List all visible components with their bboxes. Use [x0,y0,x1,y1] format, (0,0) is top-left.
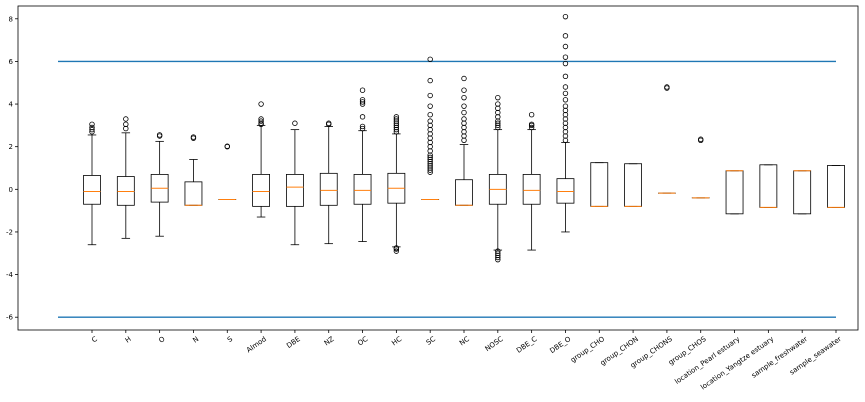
box-iqr[interactable] [286,173,304,207]
box-iqr[interactable] [793,170,812,215]
box-flier [258,101,264,107]
box-iqr[interactable] [827,165,845,208]
y-tick-label: -6 [6,314,14,322]
box-flier [427,103,433,109]
y-tick-label: 2 [9,143,13,151]
box-flier [393,114,400,120]
box-flier [461,116,467,122]
box-iqr[interactable] [116,176,135,206]
y-tick-label: 0 [9,186,13,194]
box-iqr[interactable] [353,173,372,205]
box-flier [461,87,467,93]
y-tick-label: -2 [6,228,13,236]
box-flier [664,84,670,90]
box-iqr[interactable] [759,164,778,208]
x-tick-label: OC [356,335,369,348]
box-flier [495,94,501,101]
x-tick-label: AImod [245,335,268,354]
box-flier [562,84,569,90]
box-flier [190,134,197,140]
x-tick-label: O [157,335,167,345]
box-flier [461,109,467,116]
plot-frame [17,5,859,331]
box-flier [258,116,264,122]
box-flier [528,121,535,128]
y-tick-label: 8 [9,15,13,23]
box-flier [495,256,501,263]
box-iqr[interactable] [455,179,473,206]
box-flier [89,126,95,133]
box-iqr[interactable] [556,178,575,204]
box-flier [495,254,501,261]
box-flier [359,114,366,120]
box-flier [393,248,400,254]
box-flier [562,90,569,97]
box-flier [427,154,433,161]
box-flier [89,124,95,131]
box-flier [495,101,501,107]
x-tick-label: N [191,335,200,345]
box-iqr[interactable] [184,181,203,206]
box-flier [123,121,129,128]
box-flier [359,97,366,103]
box-flier [123,116,129,122]
box-flier [427,118,433,124]
x-tick-label: C [90,335,99,344]
box-flier [562,60,569,67]
box-flier [224,143,230,149]
x-tick-label: NZ [323,335,336,347]
x-tick-label: NOSC [484,335,505,353]
box-flier [461,94,467,101]
box-flier [359,125,366,132]
box-flier [562,54,569,60]
box-iqr[interactable] [319,172,338,206]
box-flier [427,112,433,118]
box-iqr[interactable] [252,173,270,207]
x-tick-label: HC [390,335,403,347]
box-flier [562,97,569,103]
box-iqr[interactable] [624,163,642,207]
box-flier [427,77,433,84]
box-iqr[interactable] [590,162,609,207]
box-flier [393,116,400,122]
box-flier [258,118,264,124]
box-flier [562,103,569,109]
x-tick-label: S [226,335,235,344]
box-flier [495,120,501,126]
box-flier [698,136,704,142]
box-flier [427,92,433,99]
box-flier [562,43,569,50]
box-flier [359,99,366,105]
box-flier [461,103,467,109]
x-tick-label: SC [425,335,437,347]
box-iqr[interactable] [83,175,101,205]
box-flier [562,73,569,80]
y-tick-label: -4 [6,271,14,279]
box-flier [156,132,163,138]
box-flier [427,56,433,62]
box-flier [562,13,569,20]
x-tick-label: DBE [285,335,302,350]
box-iqr[interactable] [522,173,541,205]
box-iqr[interactable] [725,170,744,215]
y-tick-label: 4 [9,101,14,109]
box-flier [89,121,95,128]
box-flier [359,87,366,93]
x-tick-label: H [124,335,133,345]
box-flier [292,120,298,126]
box-flier [528,112,535,118]
box-flier [461,75,467,82]
box-flier [393,246,400,252]
box-flier [326,120,332,126]
x-tick-label: DBE_O [548,335,572,355]
box-flier [359,123,366,130]
x-tick-label: NC [458,335,471,347]
y-tick-label: 6 [9,58,14,66]
x-tick-label: sample_freshwater [750,335,809,380]
box-flier [528,124,535,131]
x-tick-label: DBE_C [515,335,539,355]
box-flier [562,33,569,39]
